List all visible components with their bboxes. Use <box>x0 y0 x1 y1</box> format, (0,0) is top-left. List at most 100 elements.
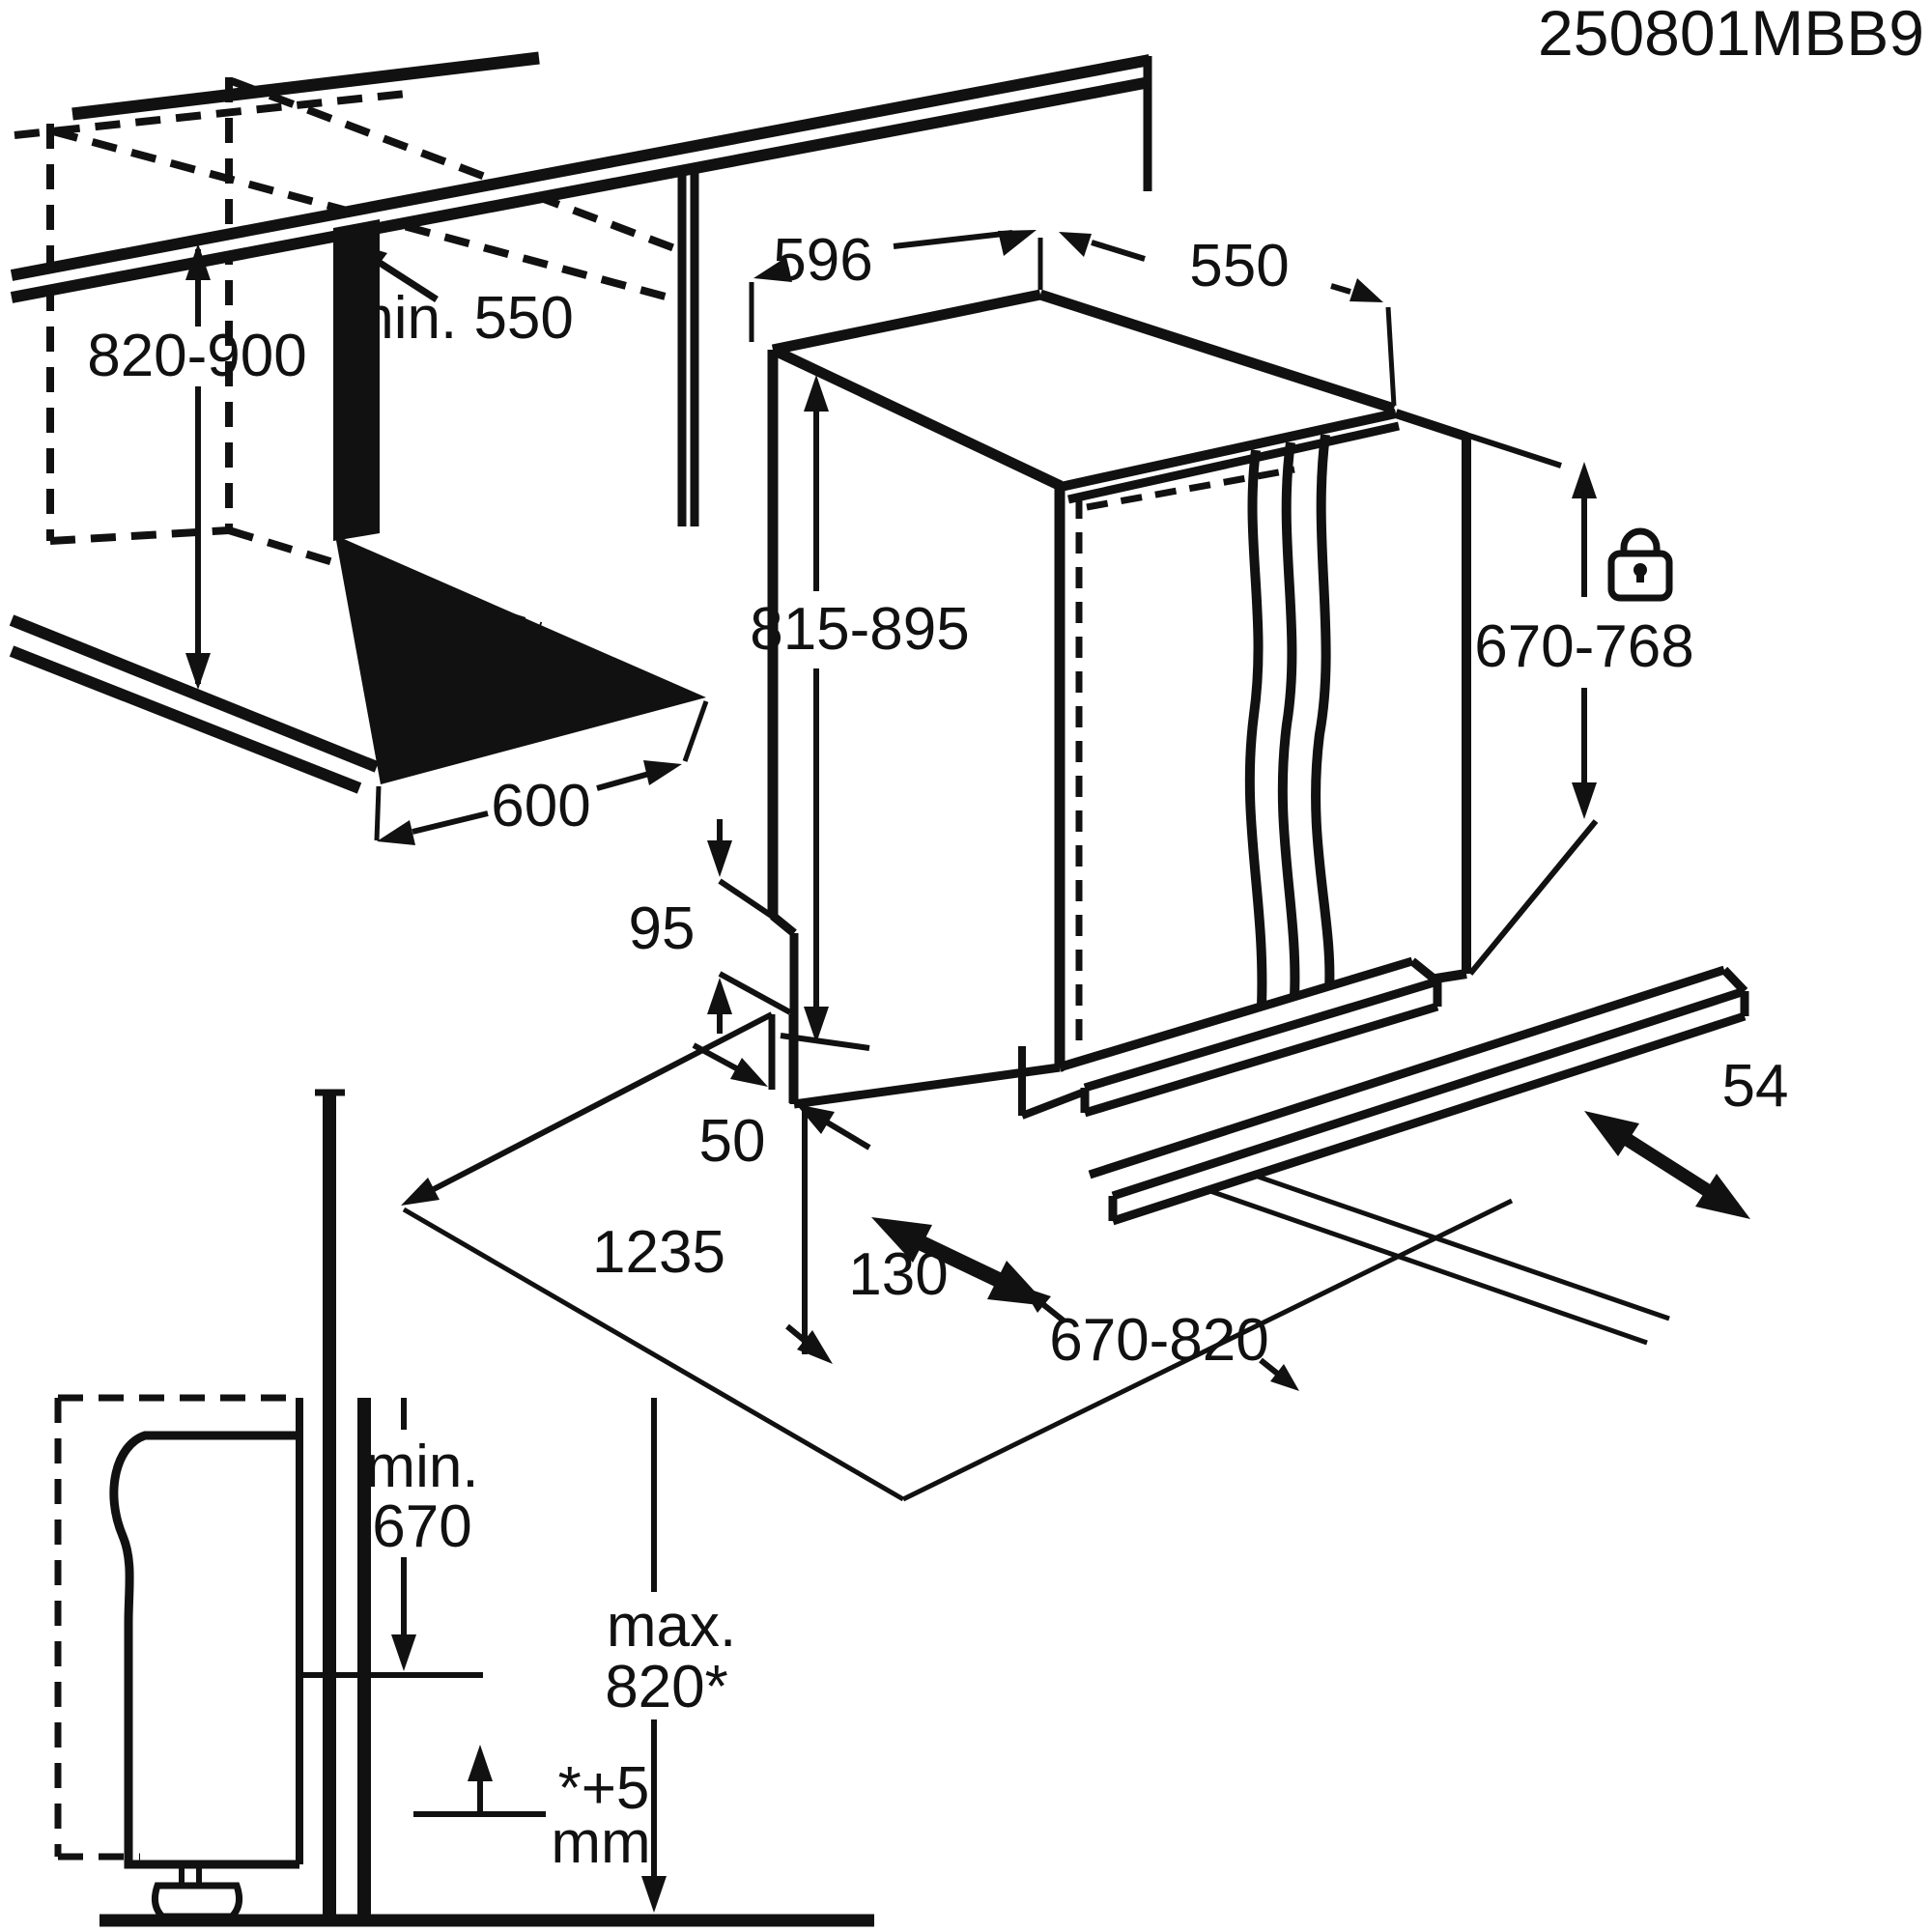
dim-label-pullout-depth: 1235 <box>592 1219 725 1286</box>
cabinet-plinth-edge <box>9 645 362 794</box>
dim-line <box>432 1011 774 1192</box>
arrowhead-down <box>391 1634 416 1671</box>
arrowhead-left <box>377 820 415 845</box>
dim-door-travel: 670-820 <box>871 1217 1299 1391</box>
arrowhead-down <box>1572 782 1597 819</box>
dim-label-front-panel-height: 670-768 <box>1474 613 1694 680</box>
plinth-recess-step <box>1020 1088 1087 1120</box>
arrowhead-downright <box>1350 278 1383 302</box>
plinth-board-front <box>1085 981 1437 1113</box>
dim-plinth-adjust: 54 <box>1584 1053 1788 1219</box>
thick-arrowhead-upleft <box>871 1217 932 1263</box>
base-detail: min. 670 max. 820* *+5 mm <box>54 1089 874 1927</box>
dim-line <box>412 810 489 835</box>
arrowhead-down <box>185 653 211 690</box>
arrowhead-down <box>707 840 732 877</box>
lock-body <box>1607 550 1673 602</box>
dim-label-niche-width: 600 <box>491 773 590 839</box>
door-panel-top-edge-thickness <box>1067 421 1400 504</box>
dim-front-panel-height: 670-768 <box>1397 410 1694 976</box>
thick-arrow-shaft <box>912 1233 1007 1290</box>
plinth-slide-edge <box>1111 1011 1747 1226</box>
ext-line <box>682 700 709 762</box>
arrowhead-down <box>804 1007 829 1043</box>
plinth-slide-edge <box>1111 986 1747 1201</box>
cabinet-hidden-edge <box>51 128 678 303</box>
lock-keyhole-stem <box>1636 570 1644 582</box>
dim-label-door-travel: 670-820 <box>1049 1307 1269 1374</box>
arrowhead-upleft <box>350 242 387 273</box>
drawing-code: 250801MBB9 <box>1538 0 1924 69</box>
projection-lines <box>402 1156 1670 1502</box>
plinth-slide-edge <box>1088 965 1726 1179</box>
dishwasher-hidden-top-edge <box>1086 466 1295 511</box>
door-panel-top-edge <box>1059 409 1398 492</box>
door-panel-break-wave <box>1244 449 1267 1007</box>
niche-floor-wedge <box>335 535 706 784</box>
plinth-board-edge <box>1083 977 1439 1093</box>
dim-appliance-width: 596 <box>749 227 1043 342</box>
dim-label-foot-adjust: *+5 <box>558 1755 650 1822</box>
dim-label-rear-step: 95 <box>629 895 696 962</box>
dim-line <box>378 260 439 302</box>
arrowhead-upleft <box>1059 232 1092 257</box>
dim-label-appliance-width: 596 <box>773 227 872 294</box>
dim-label-min: min. <box>365 1434 478 1500</box>
arrowhead-downright <box>1270 1364 1299 1391</box>
dim-label-niche-depth: min. 550 <box>344 285 574 352</box>
plinth-board-edge <box>1409 957 1440 985</box>
arrowhead-up <box>1572 462 1597 498</box>
plinth-board-edge <box>1083 1002 1439 1118</box>
dim-line <box>596 771 650 791</box>
arrowhead-downright <box>730 1058 768 1087</box>
adjustable-foot <box>151 1882 243 1920</box>
dim-niche-height: 820-900 <box>87 243 307 690</box>
arrowhead-right <box>998 230 1037 256</box>
niche-side-wall <box>333 219 380 541</box>
dim-label-niche-height: 820-900 <box>87 323 307 389</box>
dim-line <box>1091 240 1146 262</box>
lock-icon <box>1607 527 1673 602</box>
projection-line <box>1207 1156 1670 1321</box>
cabinet-hidden-edge <box>14 90 407 139</box>
ext-line <box>1467 819 1599 976</box>
ext-line <box>1385 306 1397 407</box>
dim-niche-depth: min. 550 <box>344 242 574 352</box>
lock-shackle <box>1620 527 1661 554</box>
plinth-slide-edge <box>1720 966 1748 995</box>
niche <box>9 168 706 794</box>
dim-plinth-recess: 130 <box>785 1106 949 1364</box>
thick-arrowhead-upleft <box>1584 1111 1639 1156</box>
dishwasher-top-left-edge <box>771 289 1042 355</box>
dim-label-foot-adjust-unit: mm <box>551 1809 650 1876</box>
thick-arrowhead-downright <box>1695 1174 1750 1219</box>
ext-line <box>1397 410 1562 469</box>
dim-appliance-height: 815-895 <box>750 375 970 1051</box>
dim-label-min-value: 670 <box>372 1493 471 1560</box>
arrowhead-downright <box>797 1330 833 1364</box>
dim-label-max-value: 820* <box>605 1654 728 1720</box>
arrowhead-up <box>468 1745 493 1781</box>
plinth-board-top <box>1060 961 1437 1088</box>
plinth-boards <box>1058 956 1749 1226</box>
ref-line <box>718 971 792 1015</box>
arrowhead-upleft <box>1022 1287 1051 1313</box>
arrowhead-right <box>643 760 682 785</box>
thick-arrow-shaft <box>1621 1132 1714 1198</box>
dim-label-appliance-depth: 550 <box>1189 233 1289 299</box>
dim-label-plinth-adjust: 54 <box>1722 1053 1789 1120</box>
ext-line <box>374 785 382 841</box>
projection-line <box>901 1198 1514 1502</box>
cabinet-plinth-edge <box>9 614 380 773</box>
base-profile <box>109 1431 299 1869</box>
dim-niche-width: 600 <box>374 700 709 845</box>
worktop-upper-segment <box>71 51 540 121</box>
dim-rear-step: 95 <box>629 819 792 1034</box>
plinth-board-edge <box>1058 956 1414 1072</box>
dim-label-side-gap: 50 <box>699 1108 766 1175</box>
ref-line <box>718 878 781 923</box>
arrowhead-up <box>185 243 211 280</box>
arrowhead-up <box>804 375 829 412</box>
